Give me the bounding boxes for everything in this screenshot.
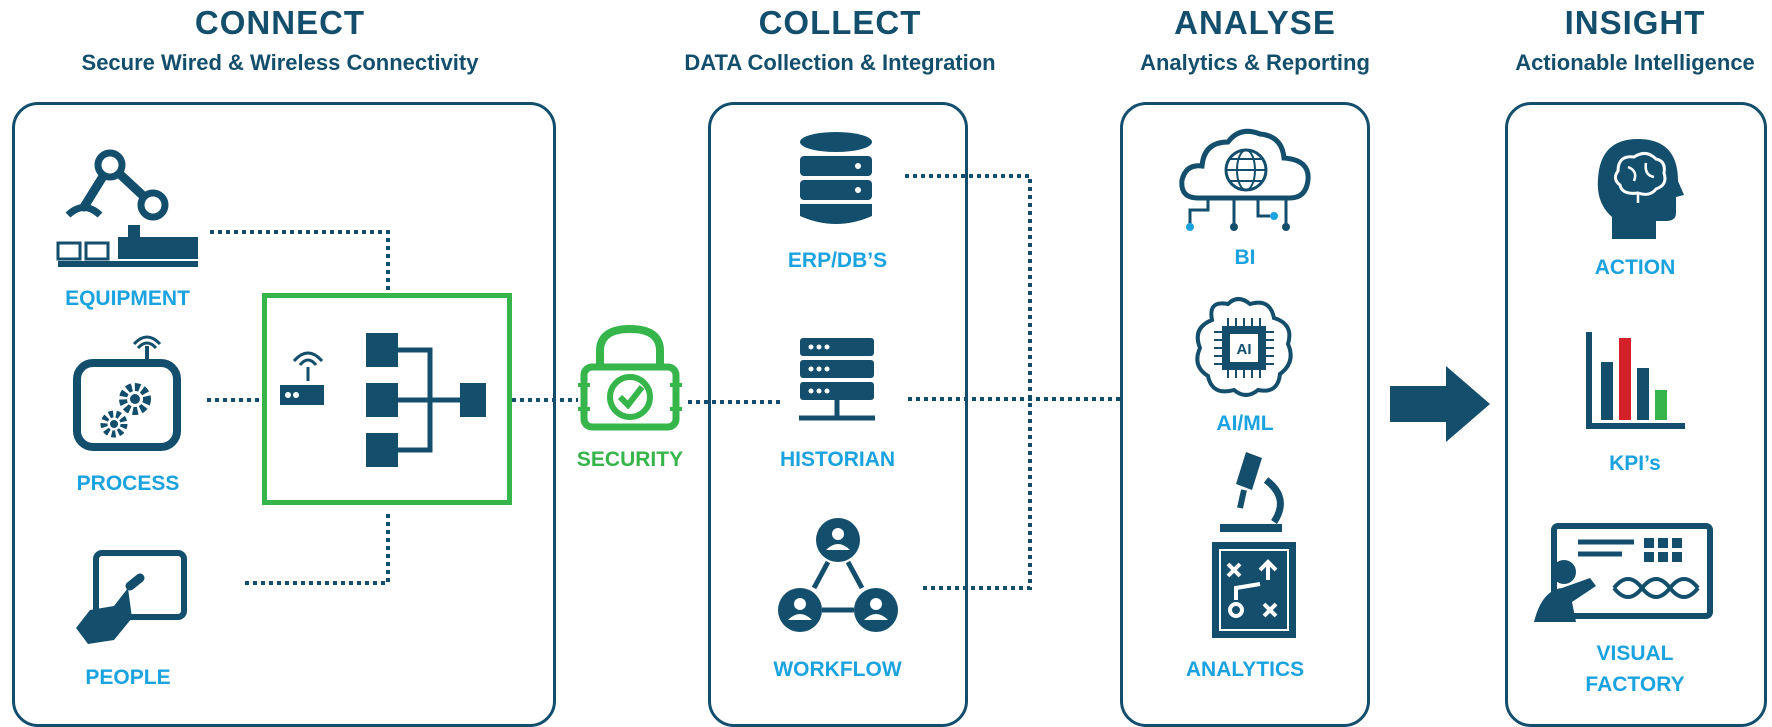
padlock-check-icon [578,324,682,431]
insight-subtitle: Actionable Intelligence [1515,50,1755,75]
equipment-label: EQUIPMENT [65,287,190,310]
equipment-connector [210,230,390,292]
aiml-label: AI/ML [1216,412,1274,435]
robot-arm-icon [56,149,198,267]
network-hierarchy-icon [366,333,486,467]
historian-label: HISTORIAN [779,448,896,471]
collect-title: COLLECT [758,4,922,41]
chip-text: AI [1237,341,1252,358]
tablet-touch-icon [76,550,187,644]
action-label: ACTION [1594,256,1676,279]
workflow-people-icon [778,518,898,632]
analytics-label: ANALYTICS [1185,658,1305,681]
cloud-globe-icon [1179,128,1311,231]
people-label: PEOPLE [85,666,171,689]
gateway-box [262,293,512,505]
collect-subtitle: DATA Collection & Integration [684,50,996,75]
kpis-label: KPI’s [1609,452,1661,475]
connect-subtitle: Secure Wired & Wireless Connectivity [81,50,479,75]
microscope-strategy-icon [1212,452,1296,638]
bi-label: BI [1234,246,1256,269]
database-icon [800,132,872,224]
ai-chip-brain-icon: AI [1195,297,1293,397]
people-connector [245,510,390,585]
presentation-board-icon [1534,523,1713,622]
arrow-right-icon [1390,366,1490,442]
process-gears-icon [73,335,181,451]
workflow-label: WORKFLOW [773,658,902,681]
server-icon [799,338,875,421]
connect-title: CONNECT [194,4,366,41]
bar-chart-icon [1586,332,1685,429]
wireless-router-icon [280,351,324,405]
erp-workflow-connector [905,174,1032,590]
visual-label-line2: FACTORY [1585,673,1685,696]
process-label: PROCESS [76,472,180,495]
analyse-subtitle: Analytics & Reporting [1140,50,1370,75]
security-label: SECURITY [576,448,684,471]
analyse-title: ANALYSE [1174,4,1336,41]
visual-label-line1: VISUAL [1596,642,1674,665]
insight-title: INSIGHT [1564,4,1706,41]
erp-label: ERP/DB’S [787,249,888,272]
head-brain-icon [1597,139,1684,239]
